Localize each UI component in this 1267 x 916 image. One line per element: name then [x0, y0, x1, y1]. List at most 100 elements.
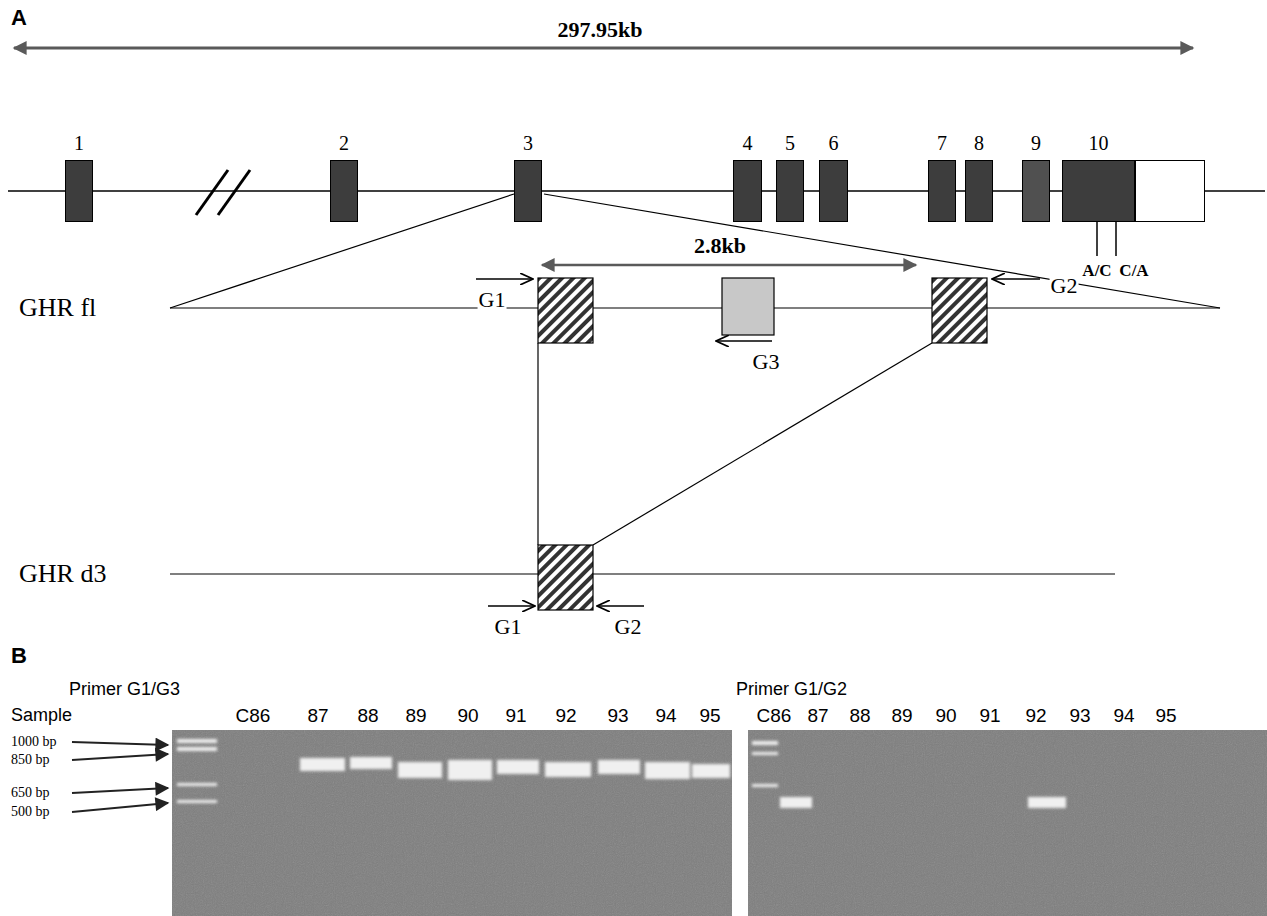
lane-number-holder: C86 [235, 706, 272, 727]
exon: 5 [776, 132, 804, 222]
exon-box [733, 160, 762, 222]
exon-number: 7 [928, 132, 956, 154]
primer-name: G2 [1050, 273, 1079, 298]
genome-line [804, 190, 819, 192]
exon-box [514, 160, 542, 222]
lane-number: 90 [934, 705, 957, 726]
genome-line [358, 190, 514, 192]
length-label-holder: 2.8kb [693, 234, 747, 258]
primer-name-holder: G1 [494, 615, 523, 639]
primer-name-holder: G2 [614, 615, 643, 639]
ladder-size: 500 bp [10, 804, 51, 819]
ladder-arrow [72, 803, 168, 812]
genome-line [993, 190, 1022, 192]
panel-letter: B [10, 643, 28, 668]
genome-line [848, 190, 928, 192]
exon-box [776, 160, 804, 222]
ladder-arrow [72, 788, 168, 793]
lane-number: 88 [848, 705, 871, 726]
lane-number: 87 [806, 705, 829, 726]
row-heading: Sample [10, 705, 73, 725]
splice-line [593, 343, 932, 545]
exon-box [1062, 160, 1135, 222]
lane-number-holder: 92 [1024, 706, 1047, 727]
ladder-size-holder: 1000 bp [10, 734, 58, 749]
genome-line [1205, 190, 1265, 192]
transcript-line [170, 307, 1220, 308]
lane-number: 89 [890, 705, 913, 726]
panel-letter-holder: A [10, 6, 28, 30]
ladder-size-holder: 500 bp [10, 804, 51, 819]
panel-letter-holder: B [10, 644, 28, 668]
primer-arrow [488, 605, 535, 607]
hatched-exon [932, 278, 987, 343]
lane-number: 90 [456, 705, 479, 726]
length-label: 297.95kb [557, 17, 644, 42]
transcript-line [170, 573, 1115, 574]
exon-number: 8 [965, 132, 993, 154]
lane-number-holder: 93 [1068, 706, 1091, 727]
primer-name-holder: G1 [478, 288, 507, 312]
ladder-arrow [72, 754, 168, 760]
gel-title: Primer G1/G3 [68, 679, 181, 699]
allele-label-holder: A/C [1081, 262, 1112, 281]
snp-tick [1115, 222, 1117, 256]
lane-number: 87 [306, 705, 329, 726]
lane-number: 89 [404, 705, 427, 726]
primer-name: G2 [614, 614, 643, 639]
primer-name: G1 [478, 287, 507, 312]
length-label: 2.8kb [693, 233, 747, 258]
lane-number-holder: 90 [456, 706, 479, 727]
exon: 2 [330, 132, 358, 222]
exon-number: 2 [330, 132, 358, 154]
exon: 4 [733, 132, 762, 222]
transcript-name: GHR d3 [18, 559, 107, 588]
transcript-name-holder: GHR fl [18, 294, 97, 323]
gel-title: Primer G1/G2 [735, 679, 848, 699]
lane-number-holder: 87 [306, 706, 329, 727]
exon-number: 1 [65, 132, 93, 154]
exon: 9 [1022, 132, 1050, 222]
length-arrow [542, 264, 916, 267]
primer-arrow [476, 278, 533, 280]
gel-image [172, 730, 732, 916]
ladder-size-holder: 850 bp [10, 752, 51, 767]
lane-number: 91 [504, 705, 527, 726]
break-mark [218, 170, 250, 215]
ladder-size: 1000 bp [10, 734, 58, 749]
exon: 8 [965, 132, 993, 222]
genome-line [93, 190, 330, 192]
exon-3 [722, 278, 774, 335]
ladder-arrow [72, 742, 168, 745]
exon-number: 4 [733, 132, 762, 154]
primer-name: G1 [494, 614, 523, 639]
exon: 10 [1062, 132, 1205, 222]
snp-tick [1096, 222, 1098, 256]
primer-name: G3 [752, 349, 781, 374]
lane-number-holder: 87 [806, 706, 829, 727]
length-arrow [14, 47, 1193, 50]
exon-box [330, 160, 358, 222]
lane-number: 94 [1112, 705, 1135, 726]
exon-box [965, 160, 993, 222]
lane-number: C86 [756, 705, 793, 726]
primer-name-holder: G2 [1050, 274, 1079, 298]
lane-number: C86 [235, 705, 272, 726]
primer-arrow [992, 278, 1040, 280]
genome-line [956, 190, 965, 192]
ladder-size: 650 bp [10, 785, 51, 800]
allele-label: A/C [1081, 261, 1112, 280]
lane-number-holder: 89 [890, 706, 913, 727]
primer-name-holder: G3 [752, 350, 781, 374]
exon: 1 [65, 132, 93, 222]
lane-number-holder: C86 [756, 706, 793, 727]
lane-number: 93 [1068, 705, 1091, 726]
splice-line [537, 343, 538, 545]
lane-number-holder: 94 [1112, 706, 1135, 727]
exon-box [928, 160, 956, 222]
lane-number-holder: 94 [654, 706, 677, 727]
genome-line [542, 190, 733, 192]
genome-line [8, 190, 65, 192]
hatched-exon [538, 278, 593, 343]
